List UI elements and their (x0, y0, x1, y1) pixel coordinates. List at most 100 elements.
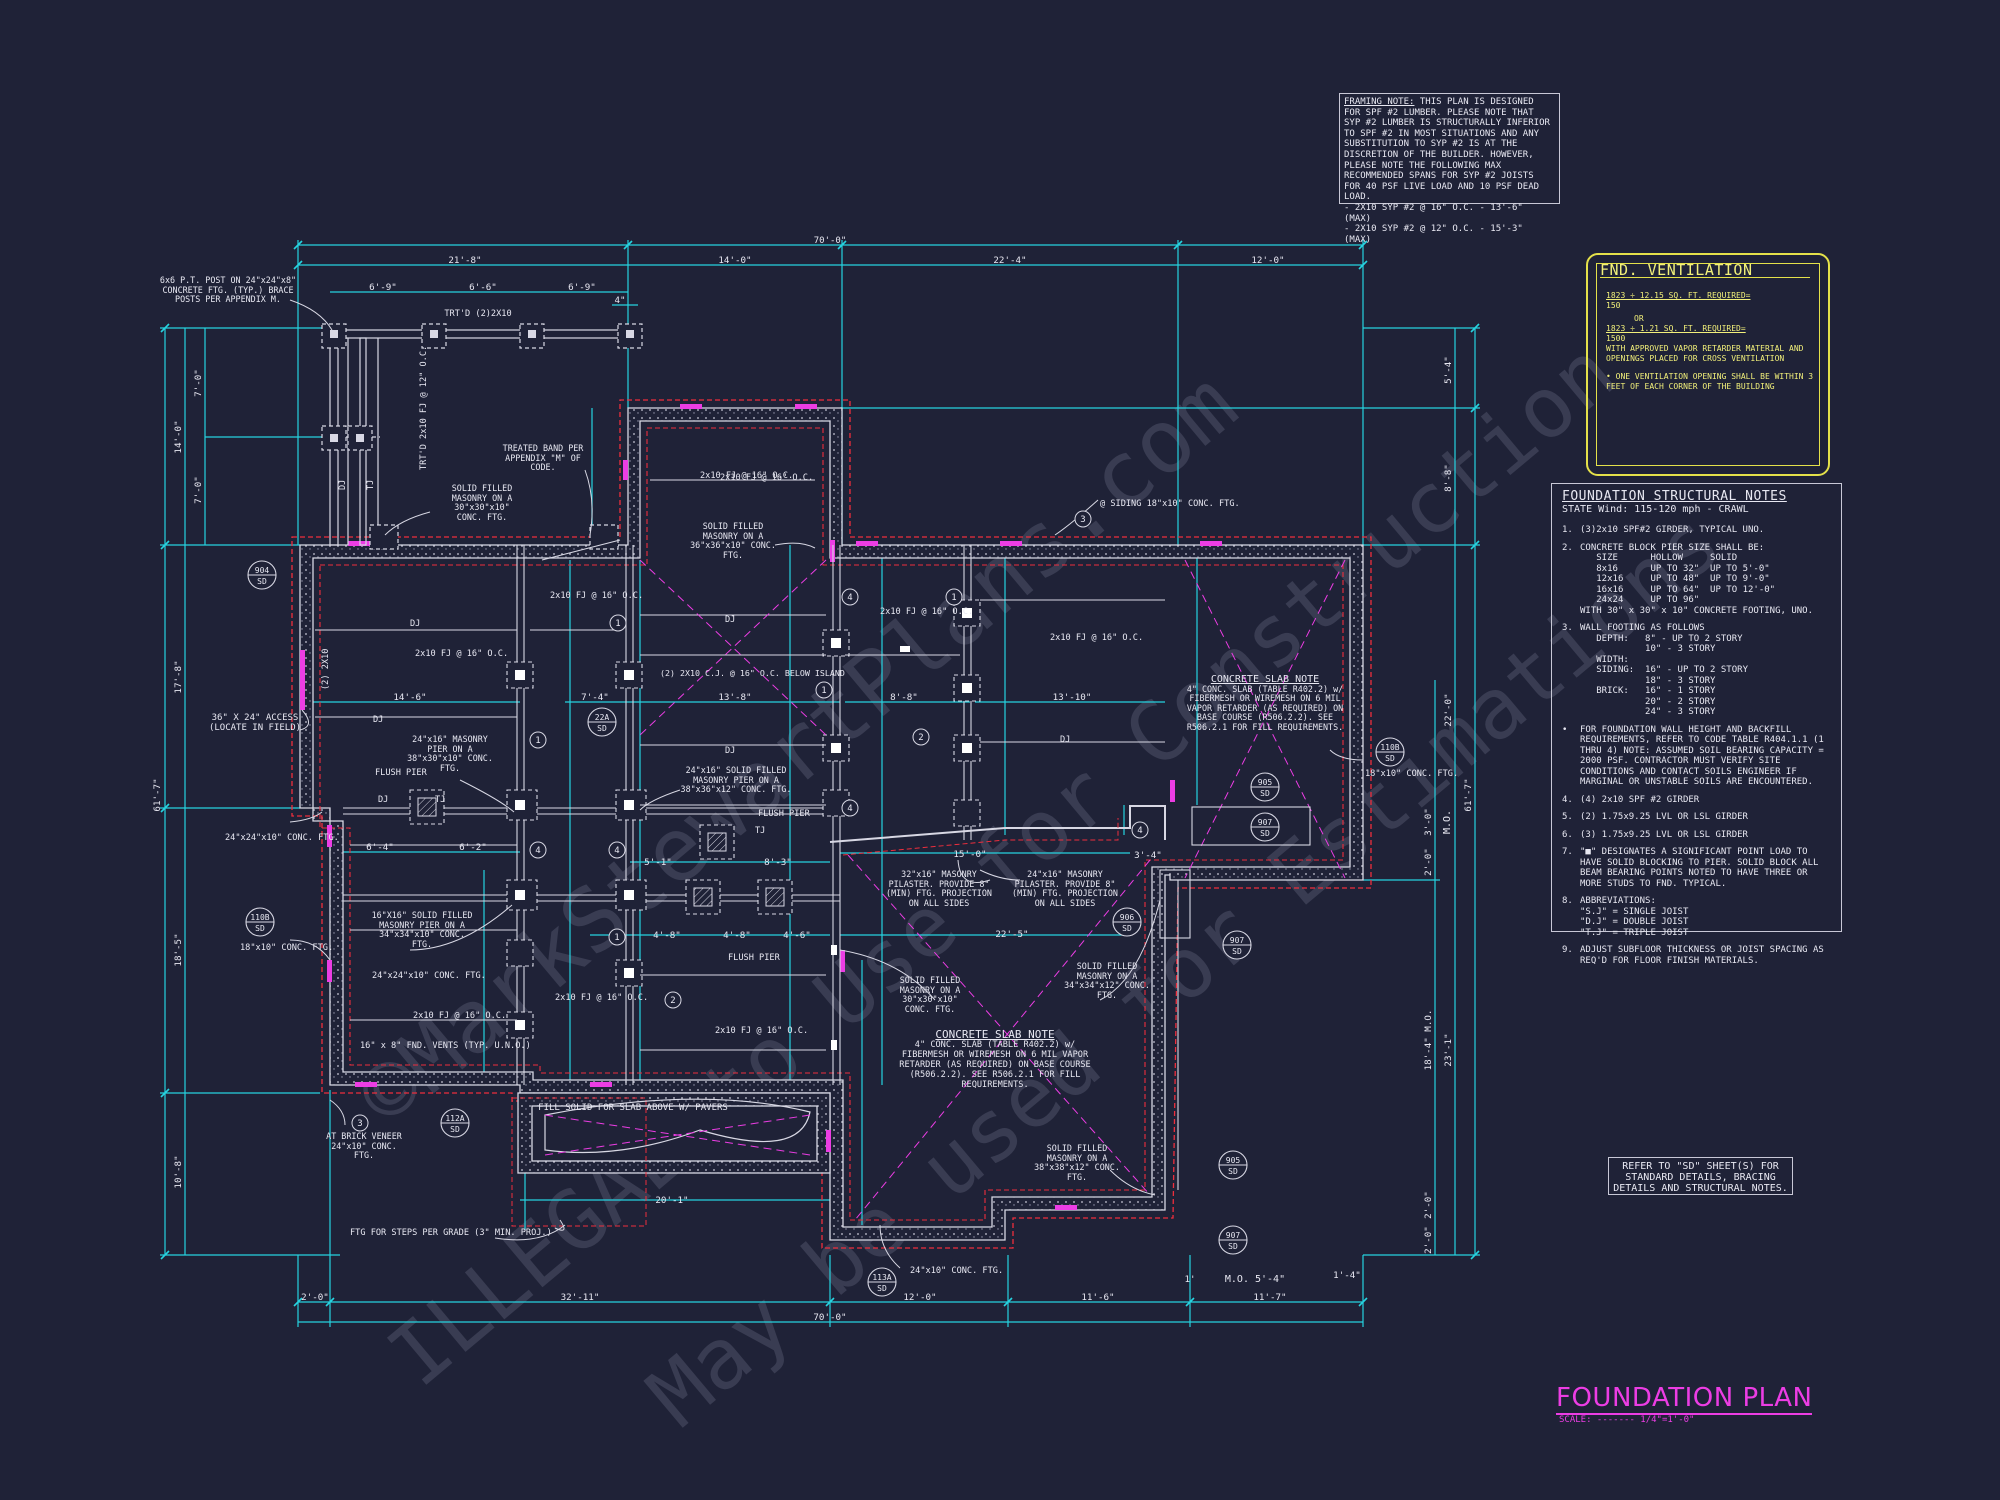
callout-2b: 2 (670, 996, 675, 1006)
dim-bot-seg5: 11'-7" (1253, 1292, 1286, 1303)
dim-left-s1: 7'-0" (193, 369, 204, 397)
structural-note-4: 4.(4) 2x10 SPF #2 GIRDER (1562, 794, 1700, 805)
brick-note: AT BRICK VENEER 24"x10" CONC. FTG. (326, 1132, 402, 1161)
tag-906-sheet: SD (1122, 924, 1132, 933)
dim-int-88: 8'-8" (890, 692, 918, 703)
flush2-label: FLUSH PIER (758, 809, 811, 819)
slab-diagonals (639, 559, 1346, 1221)
tag-905-b (1218, 1150, 1248, 1180)
steps-label: FTG FOR STEPS PER GRADE (3" MIN. PROJ.) (350, 1228, 552, 1238)
plan-labels: 70'-0" 21'-8" 14'-0" 22'-4" 12'-0" 6'-9"… (152, 236, 1474, 1323)
dim-right-seg1: 5'-4" (1443, 356, 1454, 384)
slab-note-1-title: CONCRETE SLAB NOTE (1210, 675, 1320, 685)
callout-1c: 1 (821, 686, 826, 696)
treated-band-note: TREATED BAND PER APPENDIX "M" OF CODE. (502, 444, 584, 473)
solid34-note: SOLID FILLED MASONRY ON A 34"x34"x12" CO… (1064, 962, 1150, 1000)
tag-904 (247, 560, 277, 590)
dim-int-74: 7'-4" (581, 692, 609, 703)
access-note: 36" X 24" ACCESS (LOCATE IN FIELD) (208, 713, 302, 733)
ventilation-title: FND. VENTILATION (1600, 263, 1810, 278)
tag-110b-right-num: 110B (1380, 743, 1399, 752)
exterior-wall (299, 407, 1364, 1241)
callout-4d: 4 (847, 804, 852, 814)
fj-main: 2x10 FJ @ 16" O.C. (415, 649, 508, 659)
structural-note-bullet: •FOR FOUNDATION WALL HEIGHT AND BACKFILL… (1562, 724, 1830, 788)
tag-110b-right (1375, 737, 1405, 767)
slab-note-1: CONCRETE SLAB NOTE 4" CONC. SLAB (TABLE … (1180, 675, 1350, 733)
tag-907a-num: 907 (1258, 818, 1273, 827)
slab-note-2-title: CONCRETE SLAB NOTE (935, 1030, 1055, 1041)
slab-note-2: CONCRETE SLAB NOTE 4" CONC. SLAB (TABLE … (890, 1030, 1100, 1090)
tag-905-a (1250, 772, 1280, 802)
trtd-label: TRT'D (2)2X10 (444, 309, 511, 319)
plan-notes: TRT'D (2)2X10 TRT'D 2x10 FJ @ 12" O.C. D… (225, 309, 1458, 1276)
callout-4e: 4 (1137, 826, 1142, 836)
tag-904-sheet: SD (257, 577, 267, 586)
callout-1d: 1 (614, 933, 619, 943)
pier16-note: 16"X16" SOLID FILLED MASONRY PIER ON A 3… (371, 911, 473, 949)
dim-int-146: 14'-6" (393, 692, 426, 703)
dj-6: DJ (1060, 735, 1070, 745)
trtd-fj-label: TRT'D 2x10 FJ @ 12" O.C. (419, 346, 429, 470)
flush-piers (417, 797, 785, 907)
dim-right-s3: 18'-4" M.O. (1423, 1010, 1434, 1071)
dj-2: DJ (410, 619, 420, 629)
dim-int-138: 13'-8" (718, 692, 751, 703)
structural-notes-subtitle: STATE Wind: 115-120 mph - CRAWL (1562, 503, 1749, 515)
dim-int-51: 5'-1" (644, 857, 672, 868)
dim-bot-seg2: 32'-11" (561, 1292, 600, 1303)
dj-4: DJ (725, 615, 735, 625)
dim-int-48a: 4'-8" (653, 930, 681, 941)
ftg24x10-label: 24"x10" CONC. FTG. (910, 1266, 1003, 1276)
dim-porch3: 6'-9" (568, 282, 596, 293)
dim-bot-seg7: 1' (1184, 1274, 1195, 1285)
dim-top-seg2: 14'-0" (718, 255, 751, 266)
solid36-note: SOLID FILLED MASONRY ON A 36"x36"x10" CO… (690, 522, 776, 560)
callout-1a: 1 (615, 619, 620, 629)
dim-top-overall: 70'-0" (814, 236, 847, 246)
fj-h: 2x10 FJ @ 16" O.C. (720, 473, 813, 483)
dim-bot-seg1: 2'-0" (301, 1292, 329, 1303)
vent-line2: 1823 ÷ 1.21 SQ. FT. REQUIRED= (1606, 324, 1746, 333)
ventilation-box: FND. VENTILATION 1823 ÷ 12.15 SQ. FT. RE… (1586, 253, 1830, 476)
callout-4c: 4 (614, 846, 619, 856)
tag-907a-sheet: SD (1260, 829, 1270, 838)
dim-bot-mo: M.O. 5'-4" (1225, 1274, 1285, 1285)
dim-left-seg4: 10'-8" (173, 1155, 184, 1188)
dim-left-seg1: 14'-0" (173, 420, 184, 453)
ftg24b-label: 24"x24"x10" CONC. FTG. (372, 971, 486, 981)
tag-112a-sheet: SD (450, 1125, 460, 1134)
solid30a-note: SOLID FILLED MASONRY ON A 30"x30"x10" CO… (451, 484, 513, 522)
tag-112a (440, 1108, 470, 1138)
dim-porch1: 6'-9" (369, 282, 397, 293)
dim-right-seg2: 8'-8" (1443, 464, 1454, 492)
vent-or: OR (1634, 314, 1644, 323)
vent-val1: 150 (1606, 301, 1621, 310)
joist-arrows (315, 479, 1165, 1051)
dim-left-s2: 7'-0" (193, 476, 204, 504)
fj-b: 2x10 FJ @ 16" O.C. (700, 471, 793, 481)
dim-right-seg4: 23'-1" (1443, 1033, 1454, 1066)
dim-int-34: 3'-4" (1134, 850, 1162, 861)
ventilation-body: 1823 ÷ 12.15 SQ. FT. REQUIRED= 150 OR 18… (1606, 291, 1816, 392)
vent-line1: 1823 ÷ 12.15 SQ. FT. REQUIRED= (1606, 291, 1751, 300)
framing-note: FRAMING NOTE: THIS PLAN IS DESIGNED FOR … (1339, 93, 1560, 245)
fj-f: 2x10 FJ @ 16" O.C. (413, 1011, 506, 1021)
tj-3: TJ (755, 826, 765, 836)
dim-left-overall: 61'-7" (152, 778, 163, 811)
fj-c: 2x10 FJ @ 16" O.C. (880, 607, 973, 617)
tag-113a-num: 113A (872, 1273, 891, 1282)
tag-22a (587, 707, 617, 737)
dim-top-seg1: 21'-8" (448, 255, 481, 266)
below-island: (2) 2X10 C.J. @ 16" O.C. BELOW ISLAND (660, 668, 845, 678)
dj-7: DJ (378, 795, 388, 805)
structural-note-9: 9.ADJUST SUBFLOOR THICKNESS OR JOIST SPA… (1562, 945, 1830, 966)
dim-right-overall: 61'-7" (1463, 778, 1474, 811)
fj-d: 2x10 FJ @ 16" O.C. (1050, 633, 1143, 643)
section-tags (245, 560, 1405, 1297)
tj-2: TJ (435, 795, 445, 805)
dj-porch: DJ (338, 480, 348, 490)
post-note: 6x6 P.T. POST ON 24"x24"x8" CONCRETE FTG… (159, 276, 297, 305)
note-callouts (351, 510, 1149, 1132)
